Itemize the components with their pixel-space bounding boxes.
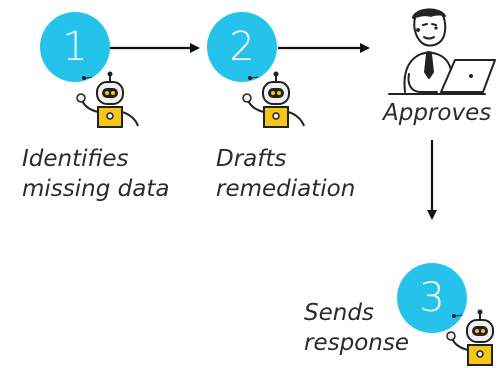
step-1-label: Identifies missing data <box>22 146 170 202</box>
step-3-badge: 3 <box>397 263 467 333</box>
step-2-number: 2 <box>229 24 255 70</box>
step-1-number: 1 <box>62 24 88 70</box>
step-3-number: 3 <box>419 275 445 321</box>
step-2-badge: 2 <box>207 12 277 82</box>
step-2-label: Drafts remediation <box>216 146 356 202</box>
approves-label: Approves <box>383 100 492 126</box>
step-1-badge: 1 <box>40 12 110 82</box>
step-3-label: Sends response <box>304 300 409 356</box>
